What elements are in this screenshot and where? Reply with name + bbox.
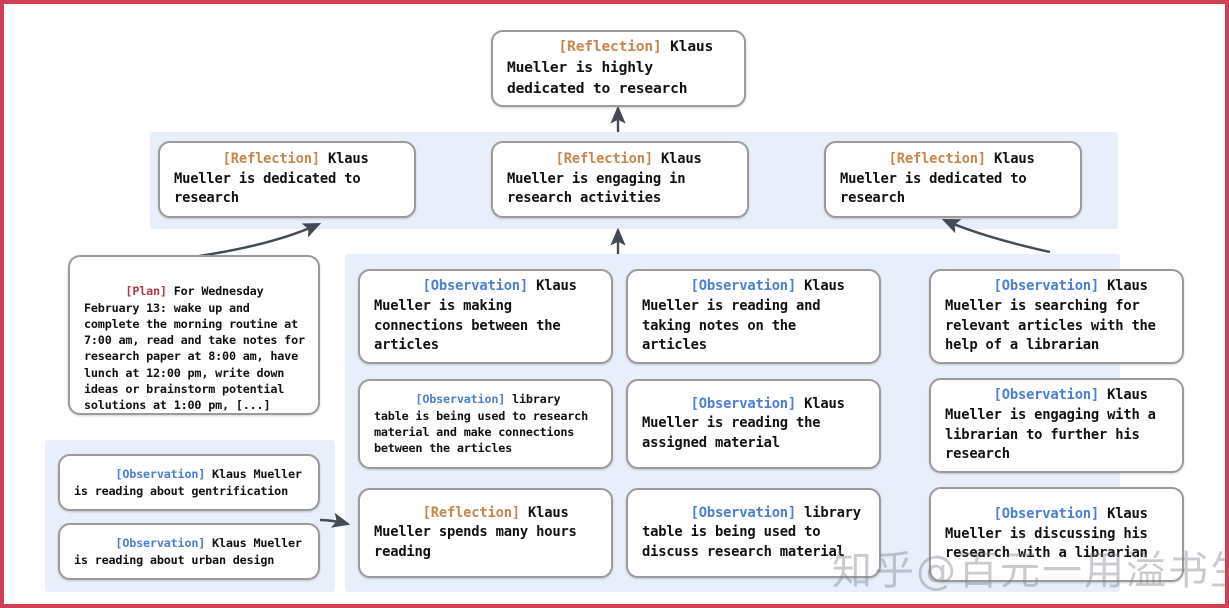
node-obs-library-table-discuss[interactable]: [Observation] library table is being use… [626, 488, 881, 578]
node-plan-text: [Plan] For Wednesday February 13: wake u… [70, 257, 318, 436]
node-obs-connections-text: [Observation] Klaus Mueller is making co… [360, 252, 611, 381]
node-mid-center-reflection[interactable]: [Reflection] Klaus Mueller is engaging i… [491, 141, 749, 218]
tag-reflection: [Reflection] [555, 151, 653, 168]
node-obs-searching-articles-text: [Observation] Klaus Mueller is searching… [931, 252, 1182, 381]
node-obs-taking-notes-body: Klaus Mueller is reading and taking note… [642, 278, 853, 354]
node-obs-library-table-discuss-body: library table is being used to discuss r… [642, 504, 869, 560]
node-obs-discussing-librarian-body: Klaus Mueller is discussing his research… [945, 506, 1156, 562]
node-obs-engaging-librarian-text: [Observation] Klaus Mueller is engaging … [931, 361, 1182, 490]
node-obs-assigned-material-text: [Observation] Klaus Mueller is reading t… [628, 369, 879, 479]
node-obs-discussing-librarian[interactable]: [Observation] Klaus Mueller is discussin… [929, 487, 1184, 582]
tag-observation: [Observation] [993, 387, 1100, 404]
node-obs-urban-design-text: [Observation] Klaus Mueller is reading a… [60, 513, 318, 590]
node-obs-taking-notes-text: [Observation] Klaus Mueller is reading a… [628, 252, 879, 381]
node-reflection-hours-reading-text: [Reflection] Klaus Mueller spends many h… [360, 478, 611, 588]
tag-reflection: [Reflection] [888, 151, 986, 168]
node-obs-gentrification-body: Klaus Mueller is reading about gentrific… [74, 467, 309, 498]
node-mid-right-reflection-body: Klaus Mueller is dedicated to research [840, 151, 1043, 207]
node-obs-library-table-connections-text: [Observation] library table is being use… [360, 369, 611, 479]
tag-reflection: [Reflection] [558, 38, 662, 56]
node-mid-left-reflection-text: [Reflection] Klaus Mueller is dedicated … [160, 125, 414, 235]
node-mid-left-reflection[interactable]: [Reflection] Klaus Mueller is dedicated … [158, 141, 416, 218]
node-obs-searching-articles[interactable]: [Observation] Klaus Mueller is searching… [929, 269, 1184, 364]
node-obs-gentrification[interactable]: [Observation] Klaus Mueller is reading a… [58, 454, 320, 511]
tag-observation: [Observation] [690, 395, 797, 412]
tag-observation: [Observation] [115, 536, 206, 551]
node-plan-body: For Wednesday February 13: wake up and c… [84, 284, 312, 413]
node-obs-discussing-librarian-text: [Observation] Klaus Mueller is discussin… [931, 480, 1182, 590]
tag-observation: [Observation] [422, 278, 529, 295]
node-reflection-hours-reading[interactable]: [Reflection] Klaus Mueller spends many h… [358, 488, 613, 578]
node-obs-library-table-connections-body: library table is being used to research … [374, 392, 595, 456]
node-obs-connections-body: Klaus Mueller is making connections betw… [374, 278, 585, 354]
node-mid-left-reflection-body: Klaus Mueller is dedicated to research [174, 151, 377, 207]
node-plan[interactable]: [Plan] For Wednesday February 13: wake u… [68, 255, 320, 415]
node-mid-center-reflection-body: Klaus Mueller is engaging in research ac… [507, 151, 710, 207]
node-mid-right-reflection[interactable]: [Reflection] Klaus Mueller is dedicated … [824, 141, 1082, 218]
tag-observation: [Observation] [993, 278, 1100, 295]
node-mid-center-reflection-text: [Reflection] Klaus Mueller is engaging i… [493, 125, 747, 235]
node-top-reflection-body: Klaus Mueller is highly dedicated to res… [507, 38, 722, 97]
node-obs-urban-design[interactable]: [Observation] Klaus Mueller is reading a… [58, 523, 320, 580]
node-obs-library-table-discuss-text: [Observation] library table is being use… [628, 478, 879, 588]
tag-observation: [Observation] [115, 467, 206, 482]
node-top-reflection[interactable]: [Reflection] Klaus Mueller is highly ded… [491, 30, 746, 107]
node-obs-assigned-material[interactable]: [Observation] Klaus Mueller is reading t… [626, 379, 881, 469]
tag-observation: [Observation] [993, 506, 1100, 523]
tag-observation: [Observation] [415, 392, 506, 407]
node-obs-engaging-librarian-body: Klaus Mueller is engaging with a librari… [945, 387, 1164, 463]
tag-reflection: [Reflection] [222, 151, 320, 168]
tag-observation: [Observation] [690, 504, 797, 521]
node-reflection-hours-reading-body: Klaus Mueller spends many hours reading [374, 504, 585, 560]
node-top-reflection-text: [Reflection] Klaus Mueller is highly ded… [493, 11, 744, 127]
tag-observation: [Observation] [690, 278, 797, 295]
node-obs-library-table-connections[interactable]: [Observation] library table is being use… [358, 379, 613, 469]
node-obs-urban-design-body: Klaus Mueller is reading about urban des… [74, 536, 309, 567]
node-obs-taking-notes[interactable]: [Observation] Klaus Mueller is reading a… [626, 269, 881, 364]
tag-reflection: [Reflection] [422, 504, 520, 521]
node-obs-searching-articles-body: Klaus Mueller is searching for relevant … [945, 278, 1164, 354]
node-obs-engaging-librarian[interactable]: [Observation] Klaus Mueller is engaging … [929, 378, 1184, 473]
node-obs-connections[interactable]: [Observation] Klaus Mueller is making co… [358, 269, 613, 364]
node-obs-assigned-material-body: Klaus Mueller is reading the assigned ma… [642, 395, 853, 451]
tag-plan: [Plan] [125, 284, 167, 299]
node-obs-gentrification-text: [Observation] Klaus Mueller is reading a… [60, 444, 318, 521]
node-mid-right-reflection-text: [Reflection] Klaus Mueller is dedicated … [826, 125, 1080, 235]
